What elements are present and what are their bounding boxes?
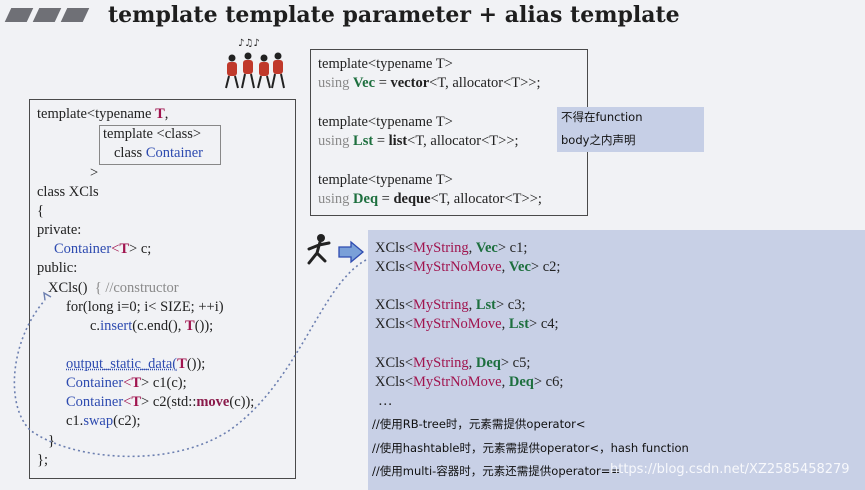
arrow-right-icon — [338, 240, 365, 264]
svg-text:♪♫♪: ♪♫♪ — [238, 38, 260, 49]
code-line: private: — [37, 222, 82, 238]
code-line: c1.swap(c2); — [66, 413, 141, 429]
note-line-1: 不得在function — [561, 110, 643, 124]
code-line: Container<T> c2(std::move(c)); — [66, 394, 255, 410]
code-line: output_static_data(T()); — [66, 356, 206, 372]
code-line: XCls<MyStrNoMove, Deq> c6; — [375, 374, 564, 390]
code-line: c.insert(c.end(), T()); — [90, 318, 214, 334]
code-line: template<typename T> — [318, 172, 453, 188]
code-line: template<typename T> — [318, 114, 453, 130]
watermark: https://blog.csdn.net/XZ2585458279 — [610, 462, 850, 477]
code-line: public: — [37, 260, 78, 276]
code-line: class XCls — [37, 184, 99, 200]
code-line: template<typename T, — [37, 106, 169, 122]
code-line: Container<T> c; — [54, 241, 152, 257]
code-line: template <class> — [103, 126, 202, 142]
code-line: using Vec = vector<T, allocator<T>>; — [318, 75, 541, 91]
usage-panel — [368, 230, 865, 490]
template-param-box — [99, 125, 221, 165]
code-line: template<typename T> — [318, 56, 453, 72]
code-line: XCls<MyStrNoMove, Lst> c4; — [375, 316, 559, 332]
runner-icon — [307, 234, 331, 265]
code-line: Container<T> c1(c); — [66, 375, 187, 391]
comment-line-1: //使用RB-tree时，元素需提供operator< — [372, 417, 586, 431]
code-line: using Deq = deque<T, allocator<T>>; — [318, 191, 542, 207]
code-line: for(long i=0; i< SIZE; ++i) — [66, 299, 224, 315]
comment-line-2: //使用hashtable时，元素需提供operator<，hash funct… — [372, 441, 689, 455]
code-line: XCls<MyString, Deq> c5; — [375, 355, 531, 371]
code-line: XCls<MyString, Lst> c3; — [375, 297, 526, 313]
code-line: { — [37, 203, 44, 219]
code-line: … — [378, 393, 393, 409]
code-line: }; — [37, 452, 48, 468]
code-line: > — [90, 165, 99, 181]
code-line: using Lst = list<T, allocator<T>>; — [318, 133, 519, 149]
code-line: XCls<MyStrNoMove, Vec> c2; — [375, 259, 561, 275]
note-highlight — [557, 107, 704, 152]
dancers-icon: ♪♫♪ — [225, 38, 285, 89]
code-line: XCls() { //constructor — [48, 280, 179, 296]
code-line: class Container — [114, 145, 203, 161]
code-line: } — [48, 433, 55, 449]
comment-line-3: //使用multi-容器时，元素还需提供operator== — [372, 464, 621, 478]
note-line-2: body之内声明 — [561, 133, 636, 147]
slide-title: template template parameter + alias temp… — [108, 2, 680, 28]
code-line: XCls<MyString, Vec> c1; — [375, 240, 528, 256]
